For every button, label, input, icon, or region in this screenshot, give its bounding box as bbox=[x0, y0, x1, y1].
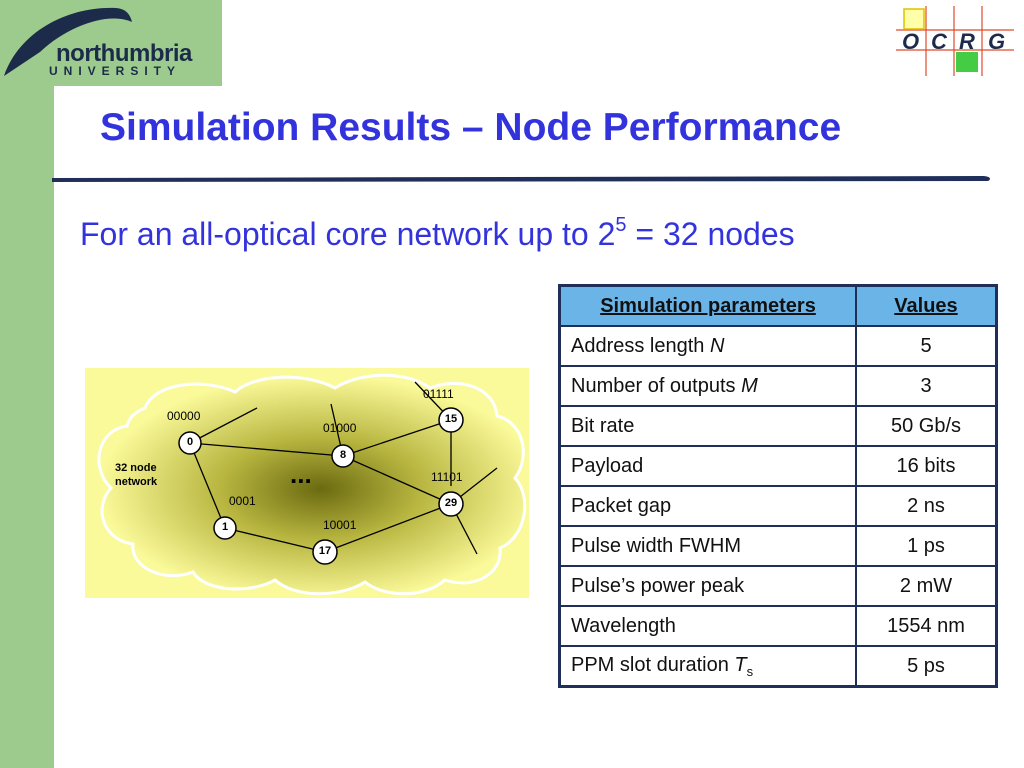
diagram-ellipsis: ... bbox=[290, 459, 312, 489]
header-parameters: Simulation parameters bbox=[558, 284, 857, 327]
node-id-15: 15 bbox=[444, 413, 458, 425]
param-name: Wavelength bbox=[558, 605, 857, 647]
table-header-row: Simulation parameters Values bbox=[558, 284, 998, 327]
param-value: 5 ps bbox=[855, 645, 998, 688]
ocrg-letter-c: C bbox=[931, 29, 947, 54]
subtitle-suffix: = 32 nodes bbox=[626, 216, 795, 252]
cloud-label-line1: 32 node bbox=[115, 462, 157, 474]
param-name: PPM slot duration Ts bbox=[558, 645, 857, 688]
header-values: Values bbox=[855, 284, 998, 327]
group-logo: O C R G bbox=[896, 6, 1014, 76]
param-value: 16 bits bbox=[855, 445, 998, 487]
node-circle-1 bbox=[213, 516, 237, 540]
table-row: Payload 16 bits bbox=[558, 445, 998, 487]
university-logo: northumbria UNIVERSITY bbox=[0, 0, 222, 86]
param-value: 5 bbox=[855, 325, 998, 367]
param-name: Pulse’s power peak bbox=[558, 565, 857, 607]
node-id-8: 8 bbox=[339, 449, 347, 461]
side-band bbox=[0, 0, 54, 768]
slide-subtitle: For an all-optical core network up to 25… bbox=[80, 214, 795, 253]
param-value: 2 ns bbox=[855, 485, 998, 527]
node-id-1: 1 bbox=[221, 521, 229, 533]
ocrg-letter-o: O bbox=[902, 29, 920, 54]
node-address-15: 01111 bbox=[423, 387, 454, 401]
table-row: Number of outputs M 3 bbox=[558, 365, 998, 407]
table-row: Bit rate 50 Gb/s bbox=[558, 405, 998, 447]
network-graph bbox=[85, 368, 529, 598]
table-row: Pulse’s power peak 2 mW bbox=[558, 565, 998, 607]
node-id-17: 17 bbox=[318, 545, 332, 557]
param-value: 1554 nm bbox=[855, 605, 998, 647]
node-circle-8 bbox=[331, 444, 355, 468]
ocrg-letter-r: R bbox=[959, 29, 975, 54]
cloud-label-line2: network bbox=[115, 476, 158, 488]
title-underline bbox=[52, 176, 990, 182]
node-circle-17 bbox=[312, 539, 338, 565]
parameters-table: Simulation parameters Values Address len… bbox=[558, 284, 998, 688]
table-row: Pulse width FWHM 1 ps bbox=[558, 525, 998, 567]
subtitle-prefix: For an all-optical core network up to 2 bbox=[80, 216, 616, 252]
swoosh-icon bbox=[4, 7, 132, 76]
node-circle-15 bbox=[438, 407, 464, 433]
param-name: Payload bbox=[558, 445, 857, 487]
slide-title: Simulation Results – Node Performance bbox=[100, 106, 842, 149]
university-name: northumbria bbox=[56, 40, 192, 67]
table-row: Address length N 5 bbox=[558, 325, 998, 367]
param-value: 1 ps bbox=[855, 525, 998, 567]
network-diagram: 32 node network ... 00000 01000 01111 11… bbox=[85, 368, 529, 598]
node-id-0: 0 bbox=[186, 436, 194, 448]
param-name: Number of outputs M bbox=[558, 365, 857, 407]
table-row: PPM slot duration Ts 5 ps bbox=[558, 645, 998, 688]
param-value: 2 mW bbox=[855, 565, 998, 607]
param-name: Pulse width FWHM bbox=[558, 525, 857, 567]
ocrg-grid-icon bbox=[896, 6, 1014, 76]
cloud-outline bbox=[97, 373, 527, 596]
node-circle-29 bbox=[438, 491, 464, 517]
param-name: Bit rate bbox=[558, 405, 857, 447]
university-subtitle: UNIVERSITY bbox=[49, 64, 182, 78]
table-row: Packet gap 2 ns bbox=[558, 485, 998, 527]
table-row: Wavelength 1554 nm bbox=[558, 605, 998, 647]
node-address-29: 11101 bbox=[431, 470, 463, 484]
node-address-8: 01000 bbox=[323, 421, 357, 435]
node-address-1: 0001 bbox=[229, 494, 256, 508]
param-value: 3 bbox=[855, 365, 998, 407]
ocrg-letter-g: G bbox=[988, 29, 1006, 54]
subtitle-exponent: 5 bbox=[615, 214, 627, 236]
param-value: 50 Gb/s bbox=[855, 405, 998, 447]
node-id-29: 29 bbox=[444, 497, 458, 509]
param-name: Packet gap bbox=[558, 485, 857, 527]
node-circle-0 bbox=[178, 431, 202, 455]
node-address-0: 00000 bbox=[167, 409, 201, 423]
node-address-17: 10001 bbox=[323, 518, 357, 532]
param-name: Address length N bbox=[558, 325, 857, 367]
